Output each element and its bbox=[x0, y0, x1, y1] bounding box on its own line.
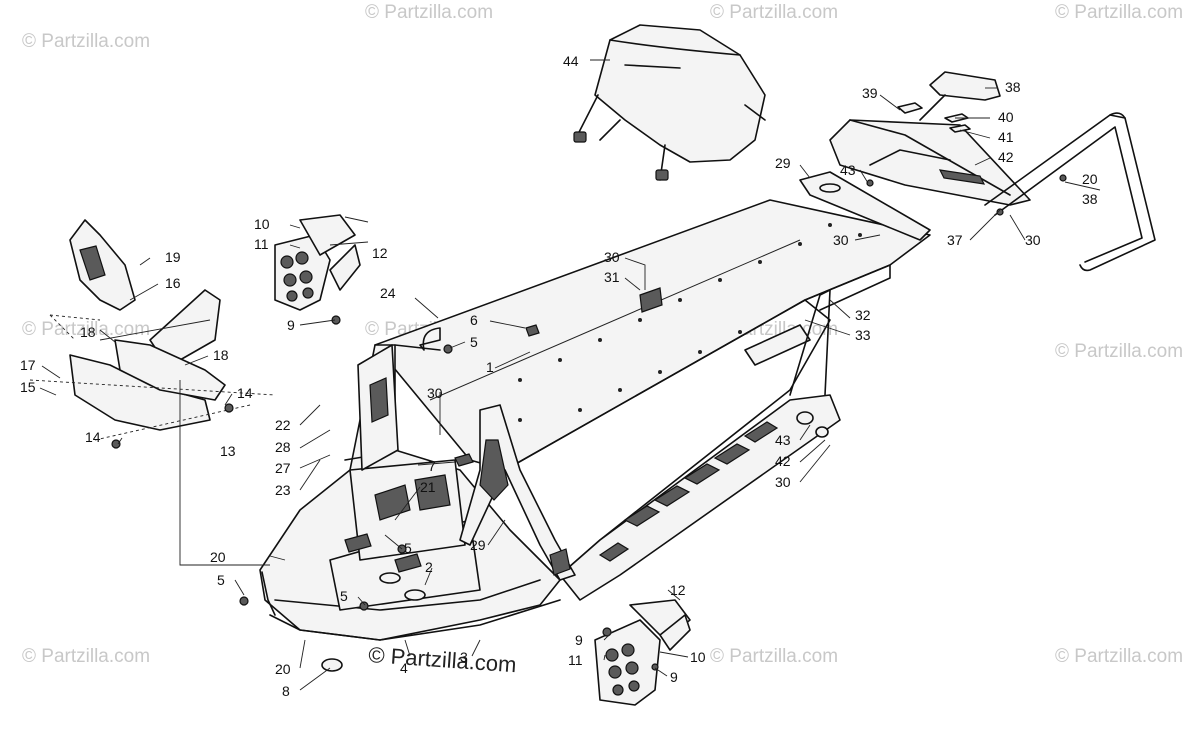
callout-label: 5 bbox=[404, 540, 412, 556]
watermark: © Partzilla.com bbox=[22, 646, 150, 667]
callout-label: 3 bbox=[460, 649, 468, 665]
callout-label: 5 bbox=[470, 334, 478, 350]
callout-label: 4 bbox=[400, 660, 408, 676]
watermark: © Partzilla.com bbox=[710, 646, 838, 667]
callout-label: 14 bbox=[85, 429, 101, 445]
callout-label: 20 bbox=[1082, 171, 1098, 187]
watermark: © Partzilla.com bbox=[22, 31, 150, 52]
left-footrest-plate bbox=[274, 214, 361, 311]
rear-tail-assembly bbox=[799, 71, 1031, 241]
callout-label: 18 bbox=[213, 347, 229, 363]
svg-text:© Partzilla.com: © Partzilla.com bbox=[1055, 2, 1183, 23]
watermark: © Partzilla.com bbox=[365, 2, 493, 23]
callout-label: 42 bbox=[775, 453, 791, 469]
chassis-tunnel bbox=[374, 199, 931, 601]
callout-label: 18 bbox=[80, 324, 96, 340]
callout-label: 9 bbox=[287, 317, 295, 333]
callout-label: 10 bbox=[254, 216, 270, 232]
callout-label: 19 bbox=[165, 249, 181, 265]
callout-label: 30 bbox=[833, 232, 849, 248]
callout-label: 44 bbox=[563, 53, 579, 69]
callout-label: 13 bbox=[220, 443, 236, 459]
callout-label: 15 bbox=[20, 379, 36, 395]
svg-text:© Partzilla.com: © Partzilla.com bbox=[365, 2, 493, 23]
callout-label: 14 bbox=[237, 385, 253, 401]
callout-label: 30 bbox=[604, 249, 620, 265]
callout-label: 40 bbox=[998, 109, 1014, 125]
callout-label: 30 bbox=[427, 385, 443, 401]
callout-label: 20 bbox=[210, 549, 226, 565]
watermark: © Partzilla.com bbox=[1055, 2, 1183, 23]
front-frame bbox=[259, 344, 576, 641]
callout-label: 8 bbox=[282, 683, 290, 699]
callout-label: 43 bbox=[775, 432, 791, 448]
callout-label: 5 bbox=[340, 588, 348, 604]
callout-label: 29 bbox=[775, 155, 791, 171]
seat bbox=[573, 24, 766, 181]
callout-label: 38 bbox=[1005, 79, 1021, 95]
callout-label: 7 bbox=[428, 458, 436, 474]
callout-label: 30 bbox=[775, 474, 791, 490]
left-bracket-assembly bbox=[29, 219, 276, 566]
callout-label: 37 bbox=[947, 232, 963, 248]
callout-label: 22 bbox=[275, 417, 291, 433]
callout-label: 6 bbox=[470, 312, 478, 328]
tunnel-holes bbox=[518, 223, 862, 422]
callout-label: 32 bbox=[855, 307, 871, 323]
callout-label: 23 bbox=[275, 482, 291, 498]
callout-label: 2 bbox=[425, 559, 433, 575]
hardware bbox=[111, 174, 1067, 672]
watermark: © Partzilla.com bbox=[1055, 646, 1183, 667]
callout-label: 21 bbox=[420, 479, 436, 495]
callout-label: 33 bbox=[855, 327, 871, 343]
callout-label: 12 bbox=[372, 245, 388, 261]
right-footrest-plate bbox=[594, 599, 691, 706]
callout-label: 39 bbox=[862, 85, 878, 101]
callout-label: 29 bbox=[470, 537, 486, 553]
callout-label: 20 bbox=[275, 661, 291, 677]
callout-label: 31 bbox=[604, 269, 620, 285]
svg-text:© Partzilla.com: © Partzilla.com bbox=[1055, 341, 1183, 362]
callout-label: 43 bbox=[840, 162, 856, 178]
callout-label: 30 bbox=[1025, 232, 1041, 248]
svg-text:© Partzilla.com: © Partzilla.com bbox=[1055, 646, 1183, 667]
callout-label: 41 bbox=[998, 129, 1014, 145]
leader-lines bbox=[39, 59, 1101, 691]
rail-cutouts bbox=[598, 421, 779, 562]
callout-label: 1 bbox=[486, 359, 494, 375]
callout-label: 5 bbox=[217, 572, 225, 588]
callout-label: 16 bbox=[165, 275, 181, 291]
callout-label: 10 bbox=[690, 649, 706, 665]
watermark: © Partzilla.com bbox=[710, 2, 838, 23]
svg-text:© Partzilla.com: © Partzilla.com bbox=[22, 319, 150, 340]
callout-label: 9 bbox=[670, 669, 678, 685]
watermark-center: © Partzilla.com bbox=[368, 642, 518, 677]
callout-label: 17 bbox=[20, 357, 36, 373]
watermark: © Partzilla.com bbox=[1055, 341, 1183, 362]
svg-text:© Partzilla.com: © Partzilla.com bbox=[22, 31, 150, 52]
callout-label: 11 bbox=[568, 652, 583, 668]
watermark: © Partzilla.com bbox=[22, 319, 150, 340]
callout-label: 9 bbox=[575, 632, 583, 648]
rear-bumper bbox=[984, 112, 1156, 272]
svg-text:© Partzilla.com: © Partzilla.com bbox=[710, 2, 838, 23]
callout-label: 27 bbox=[275, 460, 291, 476]
reference-labels: 44 38 39 40 41 42 43 29 30 37 30 20 38 3… bbox=[20, 53, 1098, 699]
callout-label: 28 bbox=[275, 439, 291, 455]
callout-label: 42 bbox=[998, 149, 1014, 165]
callout-label: 24 bbox=[380, 285, 396, 301]
callout-label: 38 bbox=[1082, 191, 1098, 207]
svg-text:© Partzilla.com: © Partzilla.com bbox=[22, 646, 150, 667]
callout-label: 11 bbox=[254, 236, 269, 252]
callout-label: 12 bbox=[670, 582, 686, 598]
svg-text:© Partzilla.com: © Partzilla.com bbox=[710, 646, 838, 667]
